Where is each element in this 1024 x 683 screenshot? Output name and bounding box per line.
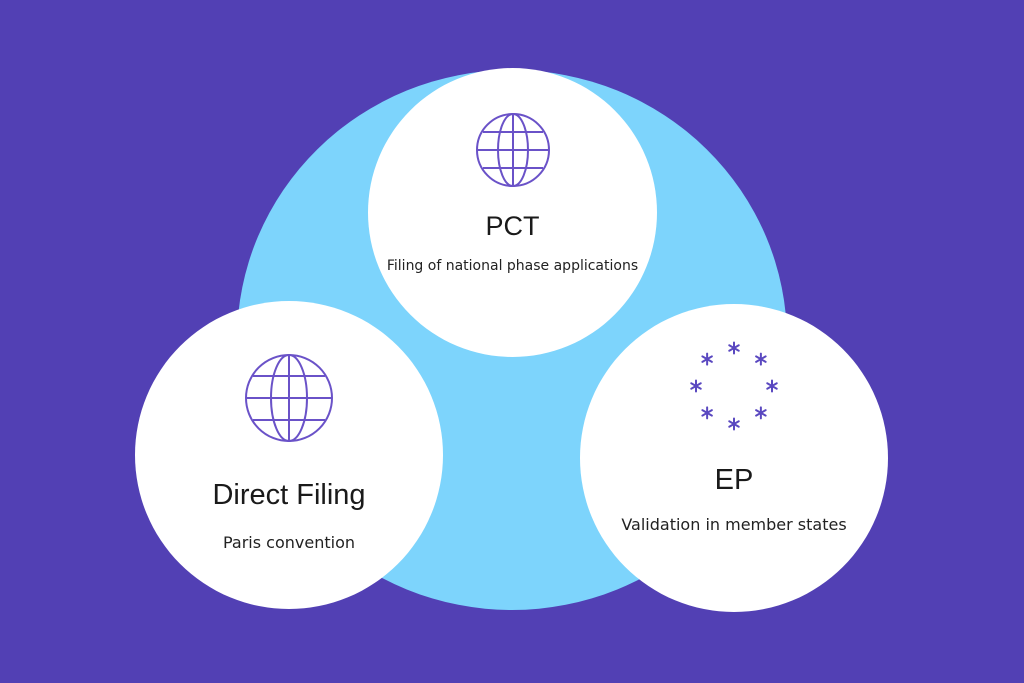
star-icon	[766, 379, 778, 393]
star-icon	[728, 341, 740, 355]
star-icon	[701, 352, 713, 366]
eu-stars-icon	[690, 341, 778, 431]
node-subtitle: Paris convention	[222, 533, 355, 552]
star-icon	[690, 379, 702, 393]
star-icon	[755, 352, 767, 366]
globe-icon	[475, 113, 550, 187]
node-pct: PCT Filing of national phase application…	[368, 68, 657, 357]
node-subtitle: Validation in member states	[621, 515, 847, 534]
node-ep: EP Validation in member states	[580, 304, 888, 612]
node-title: Direct Filing	[212, 479, 366, 511]
globe-icon	[245, 354, 333, 442]
node-title: EP	[714, 464, 754, 496]
star-icon	[755, 406, 767, 420]
star-icon	[728, 417, 740, 431]
node-subtitle: Filing of national phase applications	[386, 258, 639, 274]
node-direct-filing: Direct Filing Paris convention	[135, 301, 443, 609]
node-title: PCT	[485, 211, 540, 241]
star-icon	[701, 406, 713, 420]
